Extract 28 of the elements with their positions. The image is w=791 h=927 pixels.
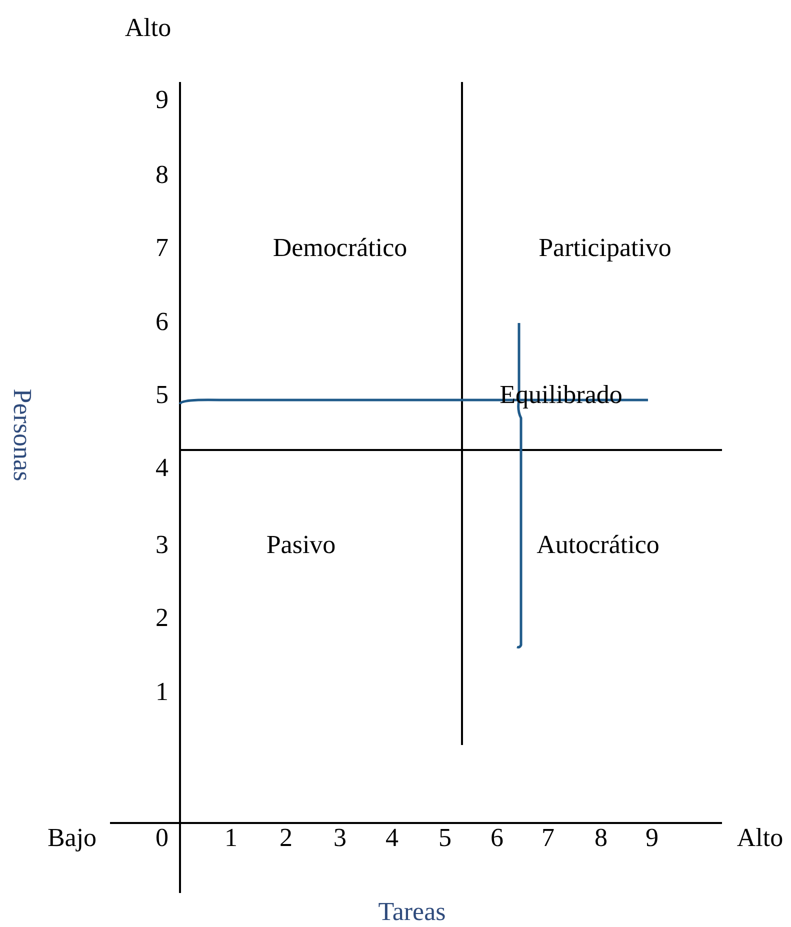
tick-label: 5 [438,825,452,851]
quadrant-label: Democrático [272,235,408,261]
tick-label: 2 [280,825,292,851]
axis-end-label: Bajo [47,825,97,851]
axis-end-label: Alto [736,825,784,851]
tick-label: 1 [156,679,168,705]
quadrant-label: Pasivo [266,532,336,558]
tick-label: 9 [646,825,658,851]
axis-title: Personas [9,388,35,482]
tick-label: 6 [156,309,168,335]
tick-label: 0 [156,825,168,851]
tick-label: 7 [542,825,554,851]
axis-end-label: Alto [124,15,172,41]
tick-label: 8 [594,825,608,851]
tick-label: 9 [156,87,168,113]
tick-label: 6 [490,825,504,851]
tick-label: 4 [156,455,168,481]
tick-label: 1 [224,825,238,851]
tick-label: 5 [156,382,168,408]
tick-label: 3 [156,532,168,558]
tick-label: 8 [156,162,168,188]
quadrant-label: Autocrático [536,532,660,558]
tick-label: 4 [386,825,398,851]
axis-title: Tareas [378,899,446,925]
quadrant-label: Participativo [538,235,672,261]
tick-label: 7 [156,235,168,261]
tick-label: 2 [156,605,168,631]
tick-label: 3 [334,825,346,851]
